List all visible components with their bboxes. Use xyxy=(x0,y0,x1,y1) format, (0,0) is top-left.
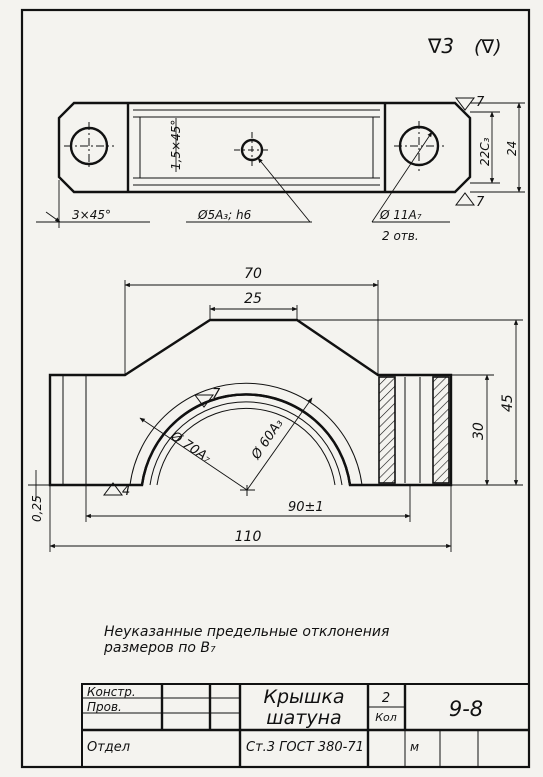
dim-30: 30 xyxy=(471,422,487,440)
section-hatch-right xyxy=(432,376,450,484)
dim-24: 24 xyxy=(505,141,519,156)
finish-mark-arc-label: 7 xyxy=(212,387,221,402)
finish-mark-top xyxy=(455,97,475,111)
finish-mark-base-label: 4 xyxy=(122,484,130,499)
dim-025: 0,25 xyxy=(30,495,44,522)
dim-chamfer-left: 3×45° xyxy=(72,208,111,222)
tb-sheet: м xyxy=(410,740,419,754)
tb-konstr: Констр. xyxy=(87,685,136,699)
dim-110: 110 xyxy=(235,529,262,545)
finish-mark-arc xyxy=(194,394,214,408)
dim-center-hole: Ø5A₃; h6 xyxy=(197,208,252,222)
tb-material: Ст.3 ГОСТ 380-71 xyxy=(246,740,364,755)
finish-mark-top-label: 7 xyxy=(476,95,485,110)
roughness-symbol: ∇3 xyxy=(427,34,454,58)
tb-prov: Пров. xyxy=(87,700,122,714)
dim-side-hole: Ø 11A₇ xyxy=(379,208,422,222)
dim-45: 45 xyxy=(500,394,516,412)
title-block: Констр. Пров. Отдел Крышка шатуна 2 Кол … xyxy=(81,683,530,768)
tb-qty: 2 xyxy=(382,691,390,706)
tb-otdel: Отдел xyxy=(87,740,130,755)
tb-number: 9-8 xyxy=(449,697,483,721)
finish-mark-base xyxy=(103,482,123,496)
dim-diameter-60: Ø 60A₃ xyxy=(248,417,286,464)
tb-name-line-2: шатуна xyxy=(266,707,341,729)
finish-mark-bottom xyxy=(455,192,475,206)
top-view: 1,5×45° 3×45° Ø5A₃; h6 Ø 11A₇ 2 отв. 7 7… xyxy=(36,95,525,243)
note-line-2: размеров по В₇ xyxy=(103,640,216,656)
finish-mark-bottom-label: 7 xyxy=(476,195,485,210)
dim-70: 70 xyxy=(244,266,262,282)
section-hatch-left xyxy=(378,376,396,484)
dim-hole-count: 2 отв. xyxy=(382,229,419,243)
front-view: Ø 70A₇ Ø 60A₃ 7 4 70 25 45 30 90±1 xyxy=(28,266,523,552)
note-line-1: Неуказанные предельные отклонения xyxy=(104,624,389,640)
top-view-outline xyxy=(57,101,472,194)
tb-name-line-1: Крышка xyxy=(263,686,344,708)
tb-qty-label: Кол xyxy=(375,711,397,724)
dim-25: 25 xyxy=(244,291,262,307)
dim-90: 90±1 xyxy=(288,500,324,515)
sheet-border xyxy=(20,8,531,769)
dim-diameter-70: Ø 70A₇ xyxy=(167,428,214,467)
roughness-paren: (∇) xyxy=(474,36,502,58)
dim-22: 22С₃ xyxy=(478,137,492,166)
dim-chamfer-mid: 1,5×45° xyxy=(169,120,183,170)
